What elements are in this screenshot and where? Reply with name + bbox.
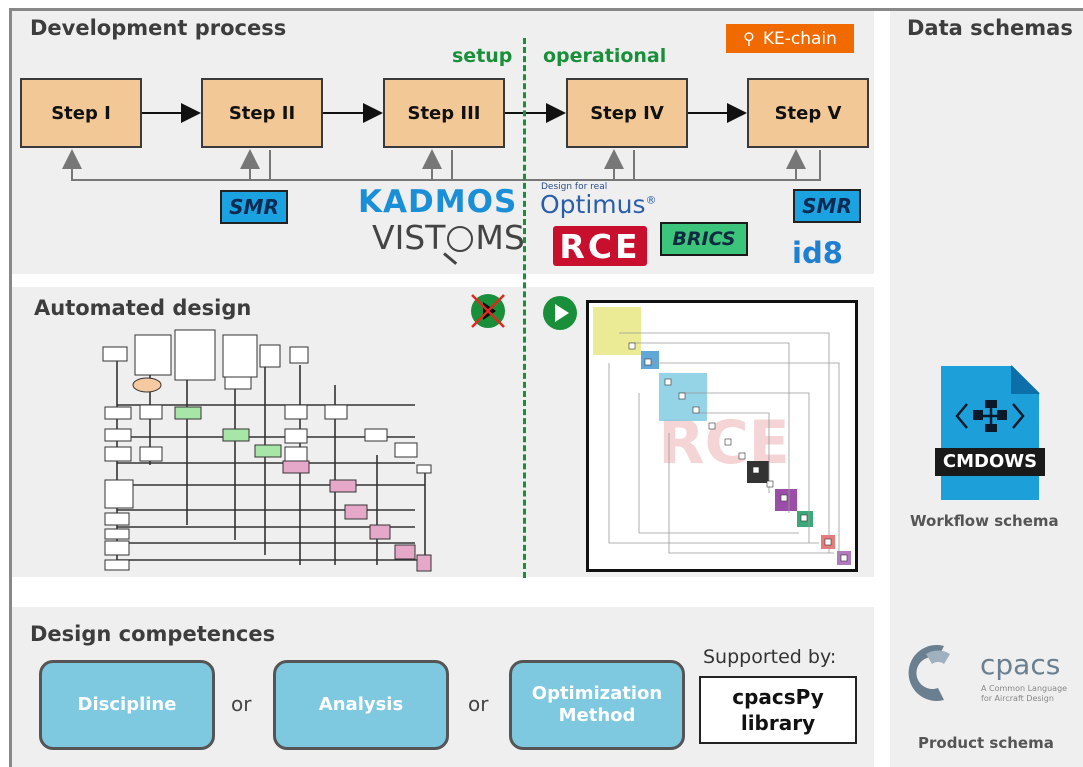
smr-badge-left: SMR bbox=[220, 190, 288, 224]
vistoms-logo: VIST MS bbox=[372, 218, 525, 257]
smr-badge-right: SMR bbox=[793, 189, 861, 223]
optimus-logo: Optimus® bbox=[540, 190, 657, 219]
optimus-label: Optimus bbox=[540, 190, 646, 219]
process-arrows bbox=[62, 103, 821, 181]
xdsm-diagram bbox=[102, 329, 432, 572]
vistoms-part-a: VIST bbox=[372, 218, 446, 257]
kechain-label: KE-chain bbox=[762, 28, 837, 49]
rce-workflow-diagram: RCE bbox=[586, 300, 858, 572]
product-schema-label: Product schema bbox=[918, 734, 1054, 752]
discipline-box: Discipline bbox=[39, 660, 215, 750]
cpacs-tagline-1: A Common Language bbox=[981, 684, 1068, 693]
development-title: Development process bbox=[30, 16, 287, 40]
top-border bbox=[9, 8, 1083, 11]
library-label: library bbox=[740, 711, 816, 735]
schemas-title: Data schemas bbox=[907, 16, 1073, 40]
id8-logo: id8 bbox=[792, 236, 843, 270]
cmdows-file-icon bbox=[935, 365, 1045, 500]
play-icon bbox=[543, 296, 577, 330]
dsm-matrix: RCE bbox=[593, 307, 851, 565]
kadmos-logo: KADMOS bbox=[358, 184, 518, 220]
kechain-badge: ⚲ KE-chain bbox=[726, 24, 854, 53]
analysis-label: Analysis bbox=[318, 694, 404, 715]
left-border bbox=[9, 8, 12, 767]
automated-title: Automated design bbox=[34, 296, 252, 320]
rce-logo: RCE bbox=[553, 226, 647, 266]
analysis-box: Analysis bbox=[273, 660, 449, 750]
workflow-schema-label: Workflow schema bbox=[910, 512, 1059, 530]
cmdows-label: CMDOWS bbox=[942, 451, 1038, 472]
operational-label: operational bbox=[543, 45, 667, 67]
supported-by-label: Supported by: bbox=[703, 646, 837, 668]
stop-icon bbox=[471, 294, 505, 328]
step-5: Step V bbox=[747, 78, 869, 148]
setup-operational-divider bbox=[523, 38, 526, 578]
discipline-label: Discipline bbox=[77, 694, 177, 715]
magnifier-icon bbox=[447, 226, 474, 252]
cpacs-tagline-2: for Aircraft Design bbox=[981, 694, 1054, 703]
or-label-1: or bbox=[231, 692, 252, 716]
vistoms-part-b: MS bbox=[475, 218, 525, 257]
cpacspy-library-box: cpacsPy library bbox=[699, 676, 857, 744]
step-1: Step I bbox=[20, 78, 142, 148]
step-3: Step III bbox=[383, 78, 505, 148]
optimization-label-1: Optimization bbox=[531, 683, 663, 704]
step-2: Step II bbox=[201, 78, 323, 148]
cpacs-wordmark: cpacs bbox=[980, 648, 1061, 681]
optimization-label-2: Method bbox=[558, 705, 636, 726]
or-label-2: or bbox=[468, 692, 489, 716]
step-4: Step IV bbox=[566, 78, 688, 148]
cpacs-logo-icon bbox=[908, 645, 950, 701]
lightbulb-icon: ⚲ bbox=[743, 29, 755, 48]
setup-label: setup bbox=[452, 45, 513, 67]
competences-title: Design competences bbox=[30, 622, 276, 646]
feedback-loop bbox=[62, 149, 821, 181]
cpacspy-label: cpacsPy bbox=[732, 685, 824, 709]
optimus-tagline: Design for real bbox=[541, 182, 608, 192]
brics-logo: BRICS bbox=[660, 222, 748, 256]
